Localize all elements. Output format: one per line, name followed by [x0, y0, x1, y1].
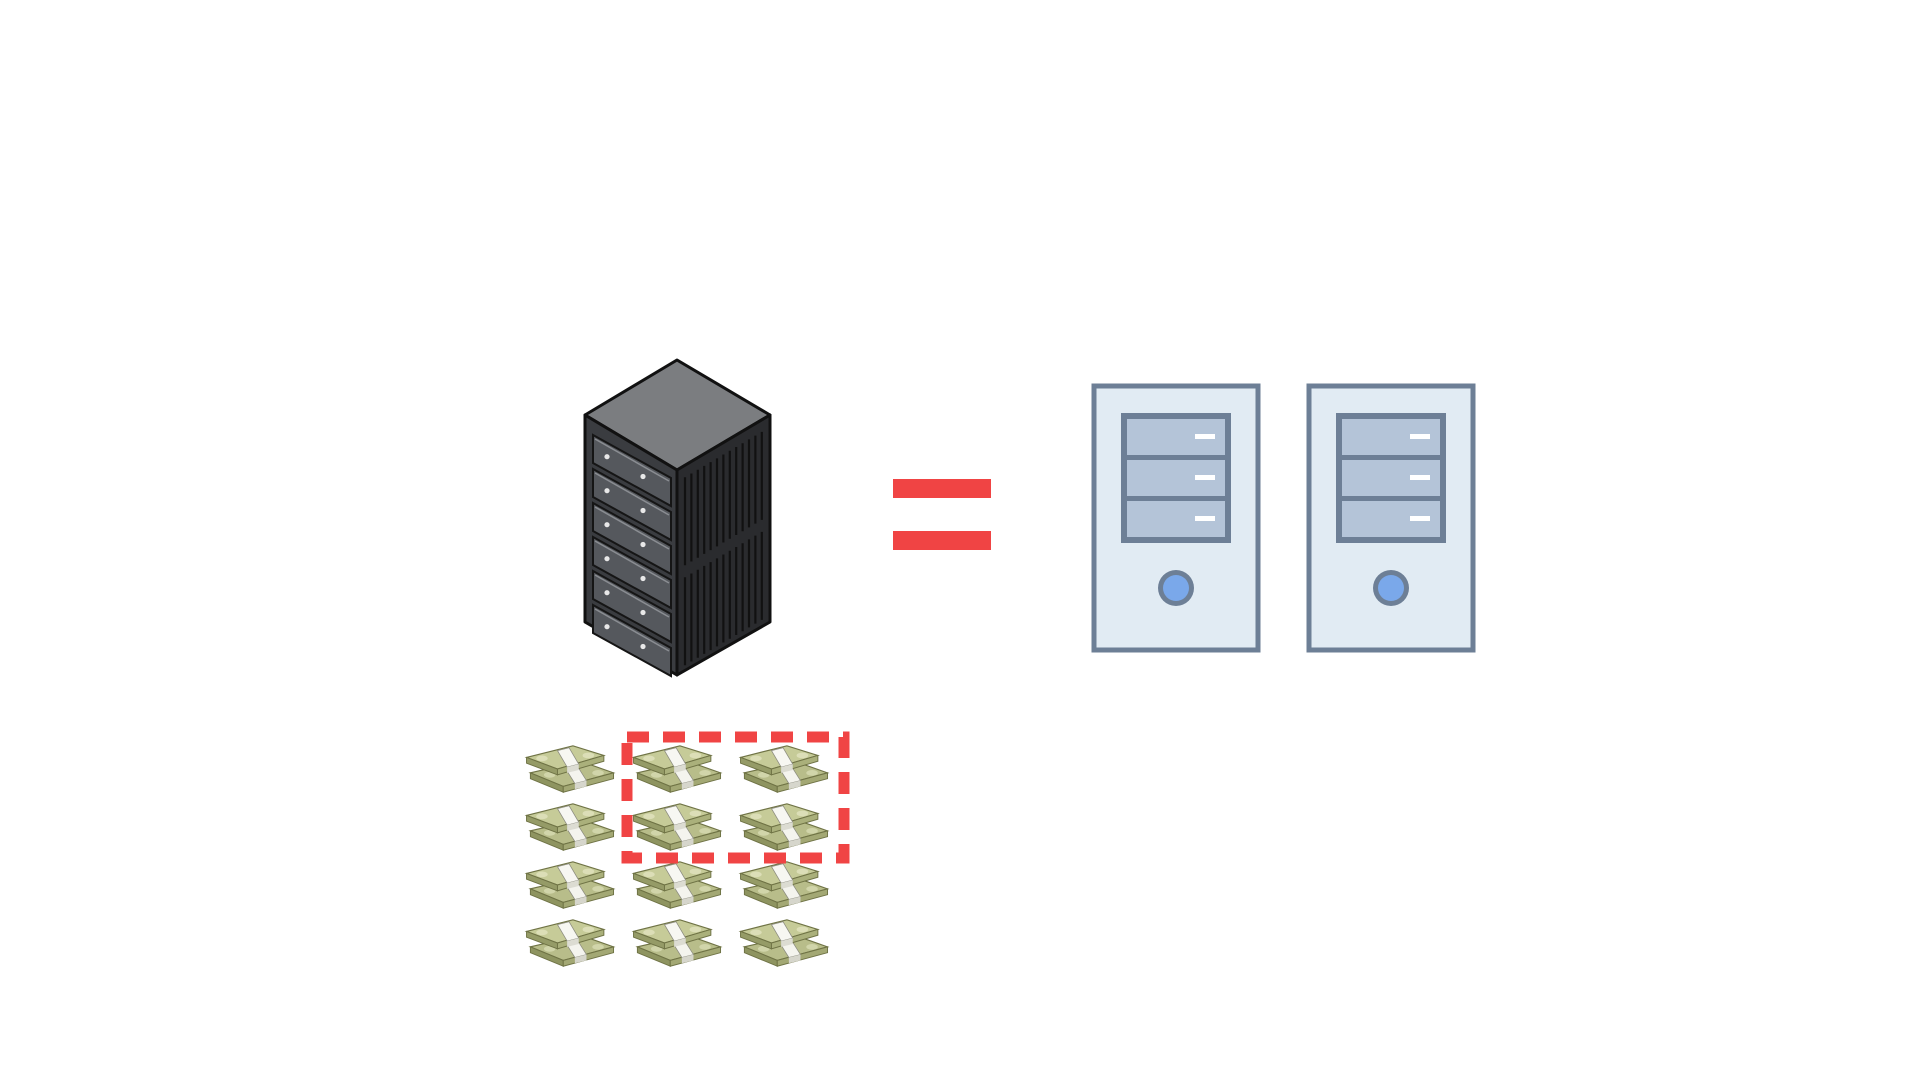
rack-led: [640, 473, 646, 480]
money-stack-icon: [739, 745, 829, 793]
rack-drive-bay: [592, 467, 672, 542]
tower-server-icon: [1309, 386, 1473, 650]
rack-bay-highlight: [594, 472, 670, 516]
rack-drive-bay: [592, 569, 672, 644]
money-stack-icon: [632, 919, 722, 967]
rack-led: [640, 609, 646, 616]
rack-led: [604, 522, 610, 528]
rack-led: [640, 541, 646, 548]
money-stack-icon: [632, 803, 722, 851]
rack-drive-bay: [592, 433, 672, 508]
money-stack-icon: [525, 861, 615, 909]
rack-led: [604, 454, 610, 460]
rack-led: [604, 556, 610, 562]
rack-drive-bay: [592, 535, 672, 610]
rack-led: [604, 488, 610, 494]
rack-led: [640, 575, 646, 582]
money-stack-icon: [525, 745, 615, 793]
rack-bay-highlight: [594, 506, 670, 550]
money-stack-icon: [739, 919, 829, 967]
rack-bay-highlight: [594, 574, 670, 618]
rack-bay-highlight: [594, 540, 670, 584]
rack-drive-bay: [592, 603, 672, 678]
money-stack-icon: [632, 745, 722, 793]
highlight-box: [621, 731, 850, 864]
rack-led: [604, 624, 610, 630]
money-stack-icon: [632, 861, 722, 909]
money-stack-icon: [739, 861, 829, 909]
money-stack-icon: [739, 803, 829, 851]
rack-bay-highlight: [594, 438, 670, 482]
rack-led: [640, 507, 646, 514]
rack-led: [604, 590, 610, 596]
rack-led: [640, 643, 646, 650]
money-stack-icon: [525, 803, 615, 851]
money-stack-icon: [525, 919, 615, 967]
rack-bay-highlight: [594, 608, 670, 652]
rack-server-icon: [583, 358, 772, 678]
rack-drive-bay: [592, 501, 672, 576]
tower-server-icon: [1094, 386, 1258, 650]
tower-server-group: [1094, 386, 1473, 650]
equals-operator: [893, 479, 991, 550]
